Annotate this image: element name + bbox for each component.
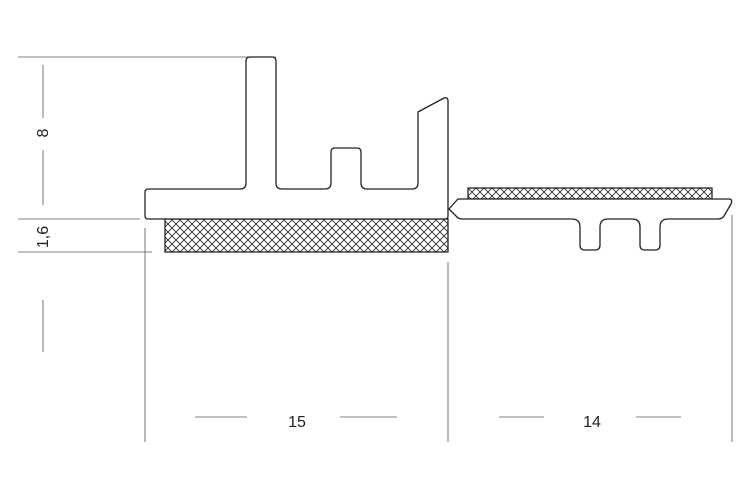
dim-height-adhesive: 1,6 [35,226,52,248]
adhesive-strip-right [467,187,713,200]
dim-height-main: 8 [35,128,52,137]
dim-width-left: 15 [288,414,306,431]
dimension-lines [18,56,733,442]
base-profile [144,56,449,220]
dim-width-right: 14 [583,414,601,431]
cover-profile [448,198,733,251]
adhesive-strip-left [164,218,449,253]
